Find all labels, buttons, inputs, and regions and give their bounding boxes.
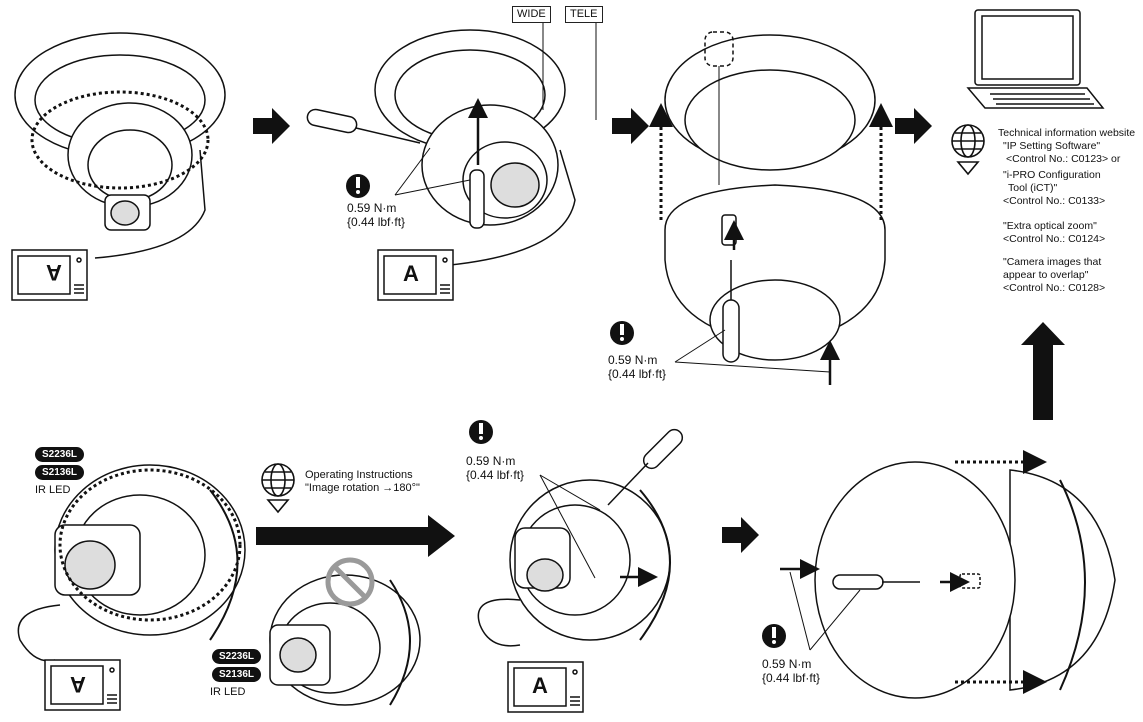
tech-info-line: "i-PRO Configuration bbox=[1003, 169, 1101, 181]
ir-led-label: IR LED bbox=[35, 484, 71, 496]
monitor-letter-flipped: A bbox=[70, 672, 86, 697]
torque-lbf-step3: {0.44 lbf·ft} bbox=[608, 367, 667, 381]
flow-arrow bbox=[1021, 322, 1065, 420]
tech-info-line: "Extra optical zoom" bbox=[1003, 220, 1097, 232]
torque-lbf-step2: {0.44 lbf·ft} bbox=[347, 215, 406, 229]
model-badge-s2236l: S2236L bbox=[35, 447, 85, 462]
camera-step3 bbox=[664, 34, 886, 361]
camera-step4 bbox=[17, 464, 246, 662]
tech-info-line: <Control No.: C0128> bbox=[1003, 282, 1106, 294]
monitor-icon bbox=[11, 249, 88, 301]
torque-nm-step2: 0.59 N·m bbox=[347, 201, 397, 215]
monitor-letter-flipped: A bbox=[46, 260, 62, 285]
wide-label: WIDE bbox=[512, 6, 551, 23]
monitor-letter: A bbox=[532, 673, 548, 698]
monitor-icon bbox=[44, 659, 121, 711]
tech-info-line: <Control No.: C0133> bbox=[1003, 195, 1106, 207]
tech-info-line: "Camera images that bbox=[1003, 256, 1102, 268]
monitor-letter: A bbox=[403, 261, 419, 286]
camera-step5 bbox=[477, 479, 671, 647]
flow-arrow bbox=[256, 515, 455, 557]
torque-lbf-step5: {0.44 lbf·ft} bbox=[466, 468, 525, 482]
warning-icon bbox=[469, 420, 493, 444]
globe-download-icon bbox=[261, 463, 295, 514]
tech-info-line: appear to overlap" bbox=[1003, 269, 1089, 281]
tech-info-line: "IP Setting Software" bbox=[1003, 140, 1101, 152]
screwdriver-icon bbox=[306, 108, 421, 144]
model-badge-s2136l: S2136L bbox=[35, 465, 85, 480]
laptop-icon bbox=[966, 9, 1105, 109]
torque-nm-step3: 0.59 N·m bbox=[608, 353, 658, 367]
model-badge-s2236l: S2236L bbox=[212, 649, 262, 664]
screwdriver-icon bbox=[832, 574, 920, 590]
warning-icon bbox=[762, 624, 786, 648]
torque-nm-step6: 0.59 N·m bbox=[762, 657, 812, 671]
tech-info-line: <Control No.: C0123> or bbox=[1006, 153, 1121, 165]
torque-lbf-step6: {0.44 lbf·ft} bbox=[762, 671, 821, 685]
prohibited-icon bbox=[325, 557, 375, 607]
camera-step1 bbox=[14, 32, 226, 259]
monitor-icon bbox=[377, 249, 454, 301]
screwdriver-icon bbox=[607, 428, 684, 506]
tech-info-line: Tool (iCT)" bbox=[1008, 182, 1058, 194]
warning-icon bbox=[346, 174, 370, 198]
camera-step2 bbox=[374, 29, 576, 267]
ir-led-label: IR LED bbox=[210, 686, 246, 698]
model-badge-s2136l: S2136L bbox=[212, 667, 262, 682]
tech-info-line: <Control No.: C0124> bbox=[1003, 233, 1106, 245]
camera-step4-wrong bbox=[269, 574, 421, 706]
tech-info-title: Technical information website bbox=[998, 127, 1136, 139]
torque-nm-step5: 0.59 N·m bbox=[466, 454, 516, 468]
camera-step6 bbox=[814, 461, 1116, 699]
flow-arrow bbox=[253, 108, 932, 144]
operating-instructions-title: Operating Instructions bbox=[305, 469, 413, 481]
warning-icon bbox=[610, 321, 634, 345]
globe-download-icon bbox=[951, 124, 985, 176]
operating-instructions-item: "Image rotation →180°" bbox=[305, 482, 420, 494]
flow-arrow bbox=[722, 517, 759, 553]
monitor-icon bbox=[507, 661, 584, 713]
tele-label: TELE bbox=[565, 6, 603, 23]
